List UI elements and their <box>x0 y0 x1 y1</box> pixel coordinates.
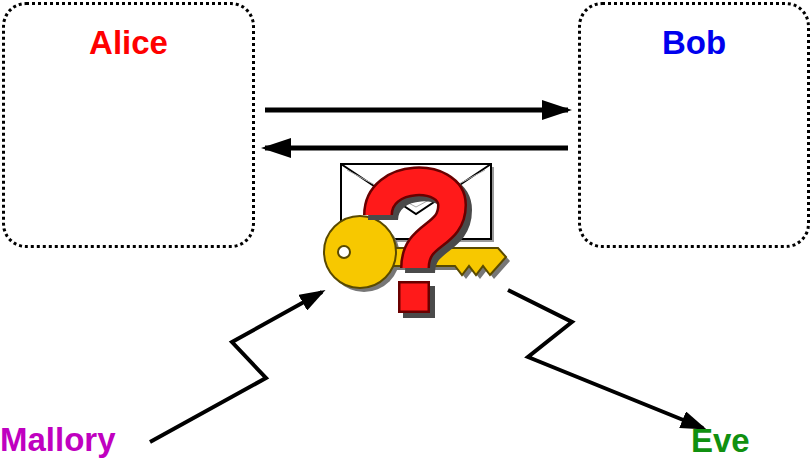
key-head <box>324 216 396 288</box>
message-arrow <box>265 108 568 113</box>
party-box: Alice <box>2 2 255 248</box>
question-mark-icon <box>378 181 457 318</box>
party-box: Bob <box>578 2 810 248</box>
actor-label: Mallory <box>0 420 116 458</box>
message-arrow <box>265 146 568 151</box>
question-mark-dot <box>401 284 428 311</box>
key-hole <box>338 246 350 258</box>
eavesdrop-arrow <box>508 290 703 428</box>
question-mark-curve <box>378 181 452 268</box>
actor-label: Eve <box>691 421 750 458</box>
attack-arrow <box>150 292 322 442</box>
party-name: Alice <box>5 5 252 63</box>
party-name: Bob <box>581 5 807 63</box>
question-mark-outline <box>378 181 452 268</box>
question-mark-dot-outline <box>398 281 430 313</box>
